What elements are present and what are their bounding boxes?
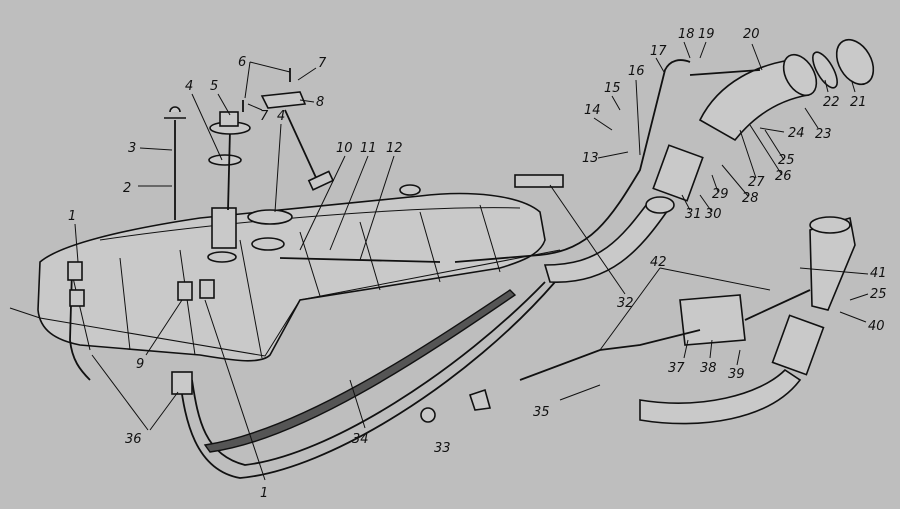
fuel-tank (9, 184, 561, 362)
label-41: 41 (870, 266, 887, 281)
label-33: 33 (434, 441, 451, 456)
label-7: 7 (318, 56, 327, 71)
fuel-gauge-parts (164, 68, 335, 249)
label-30: 30 (705, 207, 722, 222)
label-37: 37 (668, 361, 685, 376)
label-32: 32 (617, 296, 634, 311)
label-13: 13 (582, 151, 599, 166)
label-1b: 1 (260, 486, 268, 501)
label-16: 16 (628, 64, 645, 79)
label-36: 36 (125, 432, 142, 447)
label-42: 42 (650, 255, 667, 270)
label-18: 18 (678, 27, 695, 42)
label-26: 26 (775, 169, 792, 184)
label-25: 25 (870, 287, 887, 302)
label-2: 2 (123, 181, 131, 196)
label-7b: 7 (260, 109, 269, 124)
label-5: 5 (210, 79, 218, 94)
label-34: 34 (352, 432, 369, 447)
label-19: 19 (698, 27, 715, 42)
label-27: 27 (748, 175, 765, 190)
label-11: 11 (360, 141, 377, 156)
leader-lines (74, 41, 869, 481)
label-23: 23 (815, 127, 832, 142)
label-39: 39 (728, 367, 745, 382)
label-28: 28 (742, 191, 759, 206)
label-24: 24 (788, 126, 805, 141)
label-8: 8 (316, 95, 324, 110)
label-6: 6 (238, 55, 246, 70)
label-17: 17 (650, 44, 667, 59)
label-20: 20 (743, 27, 760, 42)
label-21: 21 (850, 95, 867, 110)
label-14: 14 (584, 103, 601, 118)
label-22: 22 (823, 95, 840, 110)
label-1: 1 (68, 209, 76, 224)
part-labels: 1 2 3 4 5 6 7 8 7 4 10 11 12 9 36 1 34 3… (68, 27, 887, 501)
label-4b: 4 (277, 109, 285, 124)
label-31: 31 (685, 207, 702, 222)
fuel-lines-and-filler (279, 38, 875, 425)
label-35: 35 (533, 405, 550, 420)
label-12: 12 (386, 141, 403, 156)
label-9: 9 (136, 357, 144, 372)
tank-straps (67, 261, 556, 479)
label-38: 38 (700, 361, 717, 376)
label-3: 3 (128, 141, 136, 156)
label-40: 40 (868, 319, 885, 334)
label-10: 10 (336, 141, 353, 156)
label-15: 15 (604, 81, 621, 96)
label-4: 4 (185, 79, 193, 94)
label-29: 29 (712, 187, 729, 202)
